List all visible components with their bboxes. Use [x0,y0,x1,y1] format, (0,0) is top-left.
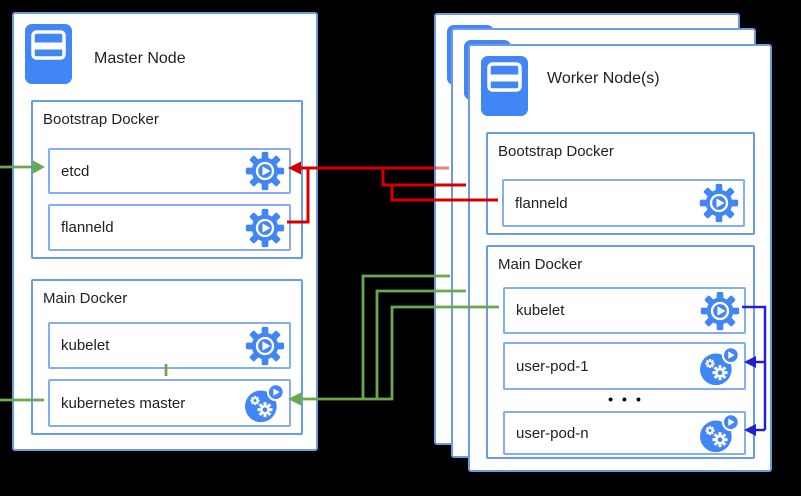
master-bootstrap-docker: Bootstrap Docker etcd flanneld [31,100,303,259]
worker-bootstrap-docker-label: Bootstrap Docker [498,143,614,160]
master-node-title: Master Node [94,50,186,67]
user-pod-n-label: user-pod-n [516,424,589,442]
gear-play-icon [245,326,285,366]
worker-main-docker-label: Main Docker [498,256,583,273]
master-node: Master Node Bootstrap Docker etcd flanne… [12,12,318,451]
pod-gears-icon [700,413,740,453]
master-kubelet-row: kubelet [48,322,291,369]
worker-bootstrap-docker: Bootstrap Docker flanneld [486,132,755,235]
gear-play-icon [699,183,739,223]
user-pod-1-row: user-pod-1 [503,342,746,390]
etcd-label: etcd [61,162,90,180]
gear-play-icon [700,291,740,331]
server-icon [25,24,72,84]
master-main-docker-label: Main Docker [43,290,128,307]
gear-play-icon [245,208,285,248]
gear-play-icon [245,151,285,191]
kubernetes-master-label: kubernetes master [61,394,186,412]
master-main-docker: Main Docker kubelet kubernetes master [31,279,303,435]
etcd-row: etcd [48,148,291,194]
user-pod-n-row: user-pod-n [503,411,746,455]
master-flanneld-row: flanneld [48,204,291,251]
pod-gears-icon [700,346,740,386]
worker-main-docker: Main Docker kubelet user-pod-1 ••• user-… [486,245,755,459]
user-pod-1-label: user-pod-1 [516,357,589,375]
worker-node-title: Worker Node(s) [547,70,660,87]
master-kubelet-label: kubelet [61,337,110,354]
worker-kubelet-row: kubelet [503,287,746,334]
worker-node: Worker Node(s) Bootstrap Docker flanneld… [468,44,772,472]
master-flanneld-label: flanneld [61,219,114,236]
server-icon [481,56,528,116]
worker-kubelet-label: kubelet [516,302,565,319]
kubernetes-master-row: kubernetes master [48,379,291,427]
master-bootstrap-docker-label: Bootstrap Docker [43,111,159,128]
pod-gears-icon [245,383,285,423]
worker-flanneld-label: flanneld [515,194,568,212]
worker-flanneld-row: flanneld [502,179,745,227]
pods-ellipsis: ••• [608,391,650,407]
